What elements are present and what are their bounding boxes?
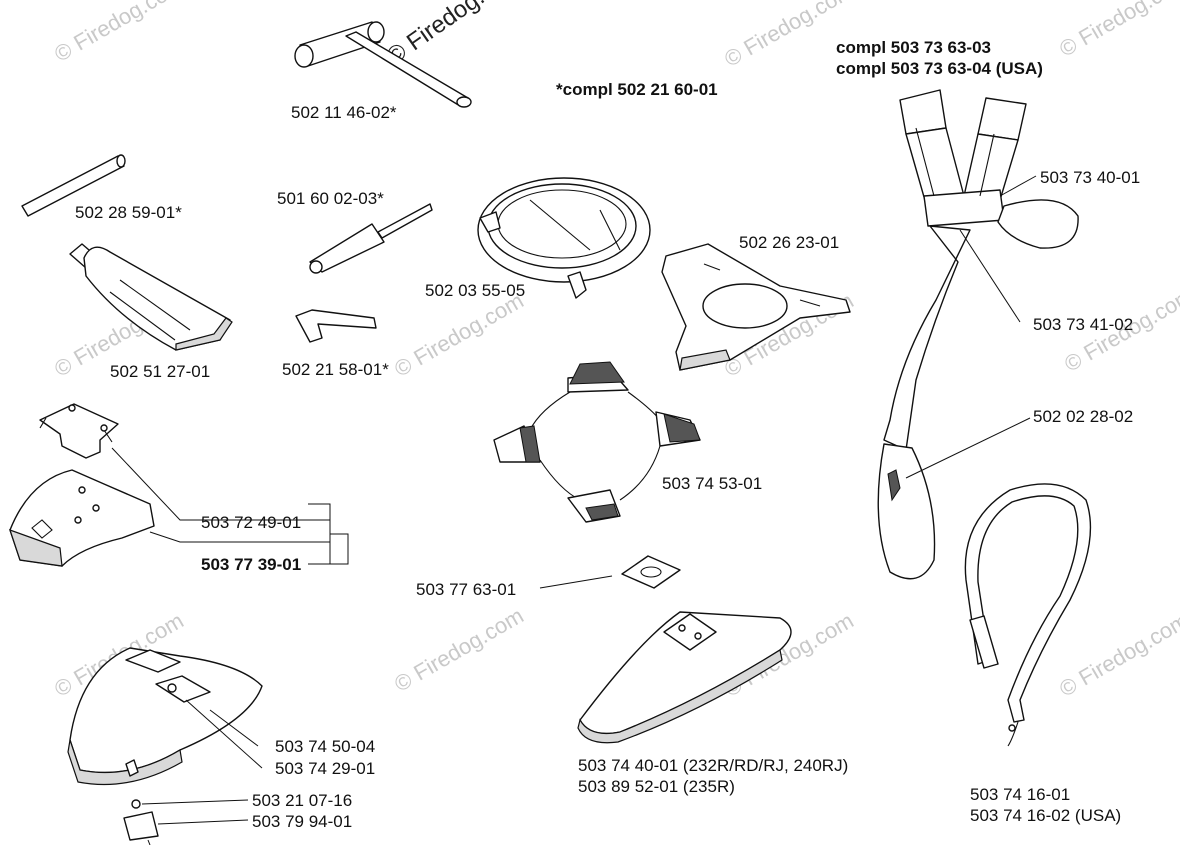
plate-drawing (539, 555, 681, 589)
part-number-label: 502 28 59-01* (75, 203, 182, 222)
harness-leader-lines (905, 175, 1037, 479)
strap-drawing (964, 483, 1092, 747)
part-number-label: 503 72 49-01 (201, 513, 302, 532)
harness-title-line2: compl 503 73 63-04 (USA) (836, 59, 1043, 78)
part-number-label: 502 51 27-01 (110, 362, 211, 381)
part-number-label: 503 89 52-01 (235R) (578, 777, 735, 796)
center-guard-drawing (577, 611, 792, 744)
part-number-label: 503 21 07-16 (252, 791, 353, 810)
bracket-drawing (39, 403, 119, 459)
part-number-label: 502 03 55-05 (425, 281, 526, 300)
trimmer-guard-drawing (9, 469, 155, 567)
hex-key-drawing (295, 309, 377, 343)
spring-ring-drawing (477, 177, 651, 299)
part-number-label: 503 74 29-01 (275, 759, 376, 778)
assembly-bracket-lines (111, 447, 349, 565)
part-number-label: 502 26 23-01 (739, 233, 840, 252)
part-number-label: 501 60 02-03* (277, 189, 384, 208)
lower-guard-drawing (67, 647, 263, 786)
part-number-label: 503 73 40-01 (1040, 168, 1141, 187)
part-number-label: 503 79 94-01 (252, 812, 353, 831)
rod-drawing (21, 154, 126, 217)
part-number-label: 502 21 58-01* (282, 360, 389, 379)
part-number-label: 503 74 53-01 (662, 474, 763, 493)
assembly-part-number: 503 77 39-01 (201, 555, 302, 574)
grease-tube-drawing (69, 243, 233, 351)
harness-frame-drawing (493, 361, 701, 523)
kit-title: *compl 502 21 60-01 (556, 80, 718, 99)
combination-wrench-drawing (294, 21, 472, 108)
part-number-label: 503 73 41-02 (1033, 315, 1134, 334)
part-number-label: 503 74 16-02 (USA) (970, 806, 1122, 825)
part-number-label: 503 74 40-01 (232R/RD/RJ, 240RJ) (578, 756, 849, 775)
shoulder-harness-drawing (877, 89, 1079, 580)
part-number-label: 502 11 46-02* (291, 103, 397, 122)
screw-and-clip-drawing (123, 799, 249, 845)
support-plate-drawing (661, 243, 851, 371)
screwdriver-drawing (309, 203, 433, 274)
part-number-label: 503 77 63-01 (416, 580, 517, 599)
part-number-label: 502 02 28-02 (1033, 407, 1134, 426)
part-number-label: 503 74 16-01 (970, 785, 1071, 804)
part-number-label: 503 74 50-04 (275, 737, 376, 756)
harness-title-line1: compl 503 73 63-03 (836, 38, 991, 57)
